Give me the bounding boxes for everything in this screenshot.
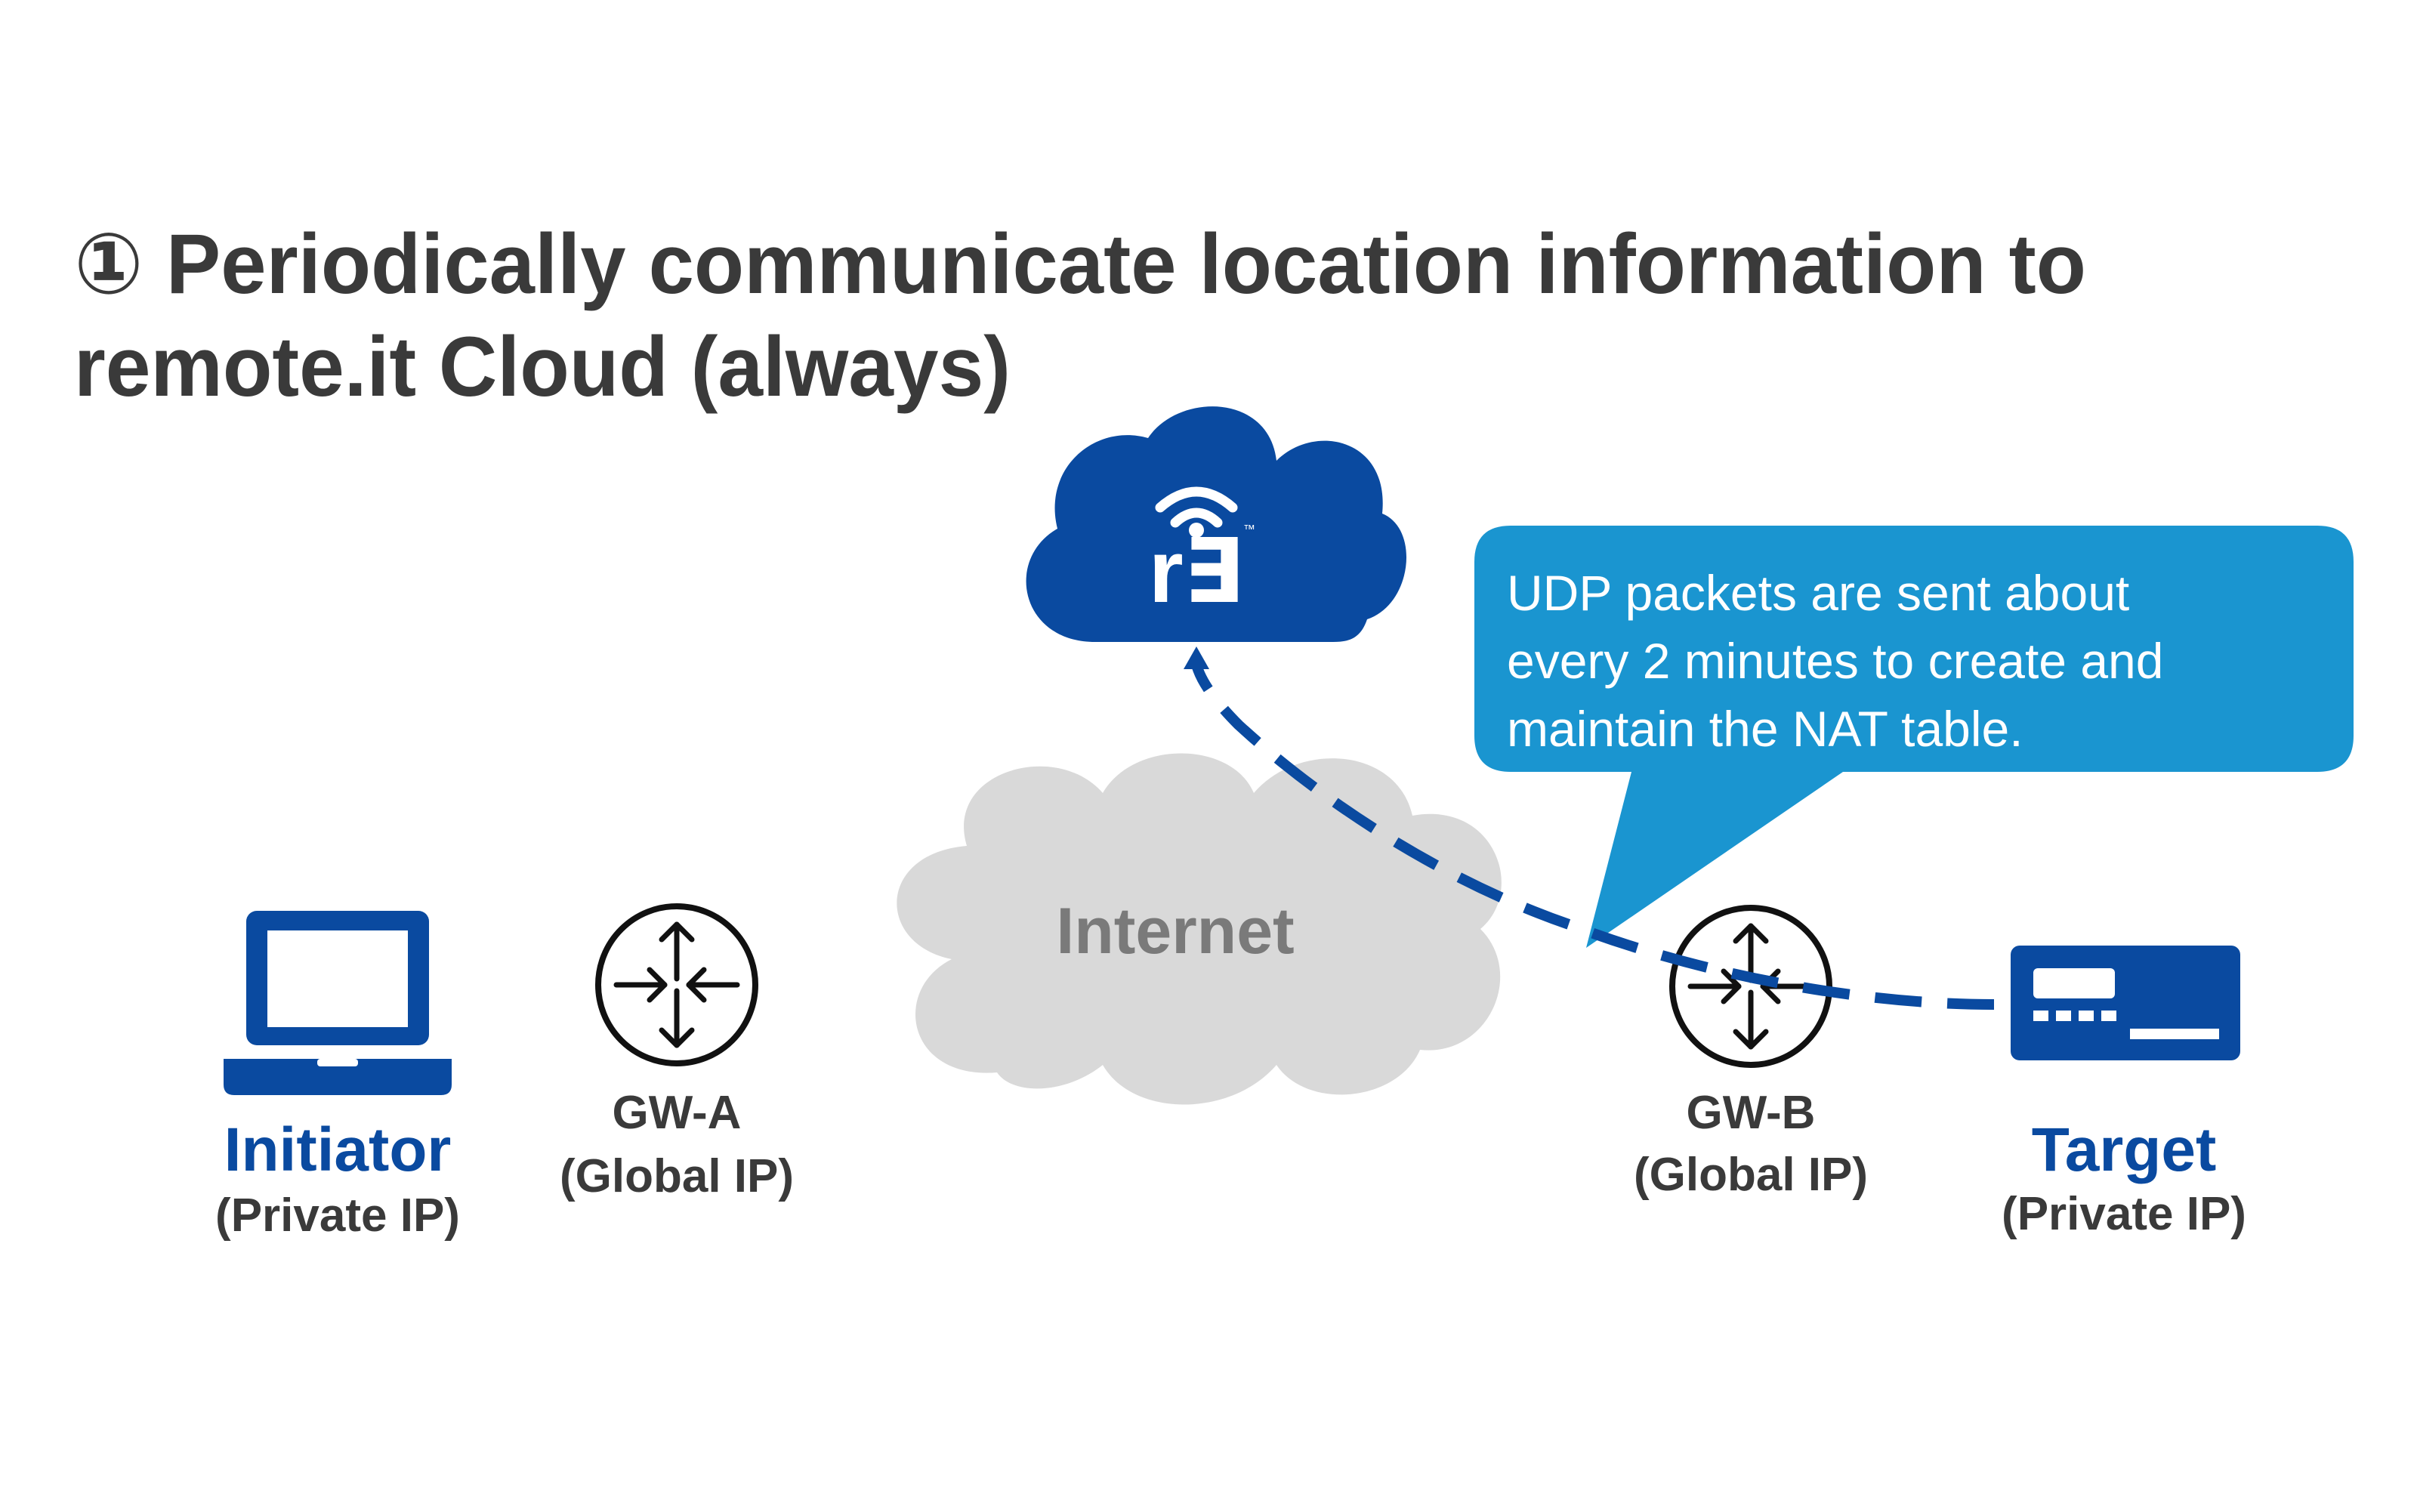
udp-path: [1184, 646, 1995, 1010]
internet-cloud-icon: [897, 753, 1502, 1105]
title-line-1: ① Periodically communicate location info…: [74, 217, 2086, 311]
initiator-name: Initiator: [224, 1115, 452, 1184]
trademark-mark: ™: [1243, 523, 1255, 536]
cloud-logo-text: r∃: [1149, 522, 1245, 622]
title: ① Periodically communicate location info…: [74, 217, 2086, 414]
gw-b-name: GW-B: [1687, 1087, 1816, 1139]
gw-b-detail: (Global IP): [1634, 1149, 1868, 1201]
internet-label: Internet: [1056, 895, 1294, 967]
udp-dashed-line: [1191, 663, 1995, 1010]
callout-bubble: UDP packets are sent about every 2 minut…: [1474, 526, 2354, 948]
device-icon: [2011, 946, 2240, 1060]
remoteit-cloud-icon: r∃ ™: [1026, 406, 1407, 642]
gw-a-detail: (Global IP): [560, 1150, 794, 1202]
target-detail: (Private IP): [2002, 1188, 2246, 1240]
router-icon: [1669, 905, 1832, 1068]
initiator-detail: (Private IP): [215, 1190, 460, 1242]
callout-line-1: UDP packets are sent about: [1507, 565, 2129, 621]
callout-line-3: maintain the NAT table.: [1507, 701, 2023, 757]
router-icon: [595, 903, 758, 1066]
wifi-dot-icon: [1189, 523, 1204, 538]
callout-line-2: every 2 minutes to create and: [1507, 633, 2163, 689]
title-line-2: remote.it Cloud (always): [74, 319, 1011, 414]
gw-a-name: GW-A: [613, 1087, 742, 1139]
target-name: Target: [2032, 1115, 2217, 1184]
laptop-icon: [224, 911, 452, 1095]
wifi-icon: [1155, 486, 1238, 528]
udp-arrowhead-icon: [1184, 646, 1209, 669]
